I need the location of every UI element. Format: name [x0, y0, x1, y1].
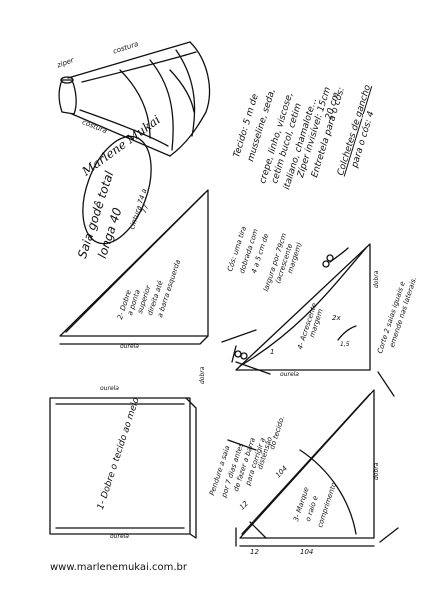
dobra-label-2: dobra: [373, 270, 380, 288]
title-oval: [82, 135, 152, 245]
step2-triangle: [59, 189, 209, 345]
website-url[interactable]: www.marlenemukai.com.br: [50, 562, 187, 573]
measure-2x: 2x: [332, 314, 341, 322]
ourela-label-2: ourela: [100, 385, 119, 392]
measure-1-5: 1,5: [340, 341, 350, 348]
measure-1: 1: [270, 348, 275, 356]
ourela-label-4: ourela: [110, 533, 129, 540]
step3-triangle: [235, 389, 375, 547]
arrows: [221, 329, 399, 543]
skirt-illustration: [58, 41, 211, 157]
ourela-label-1: ourela: [120, 343, 139, 350]
scissors-icon: [234, 254, 334, 360]
measure-12-b: 12: [250, 548, 259, 556]
dobra-label-1: dobra: [199, 366, 206, 384]
measure-104-b: 104: [300, 548, 314, 556]
step4-triangle: [231, 243, 371, 375]
step1-square: [49, 397, 197, 539]
dobra-label-3: dobra: [373, 462, 380, 480]
ourela-label-3: ourela: [280, 371, 299, 378]
